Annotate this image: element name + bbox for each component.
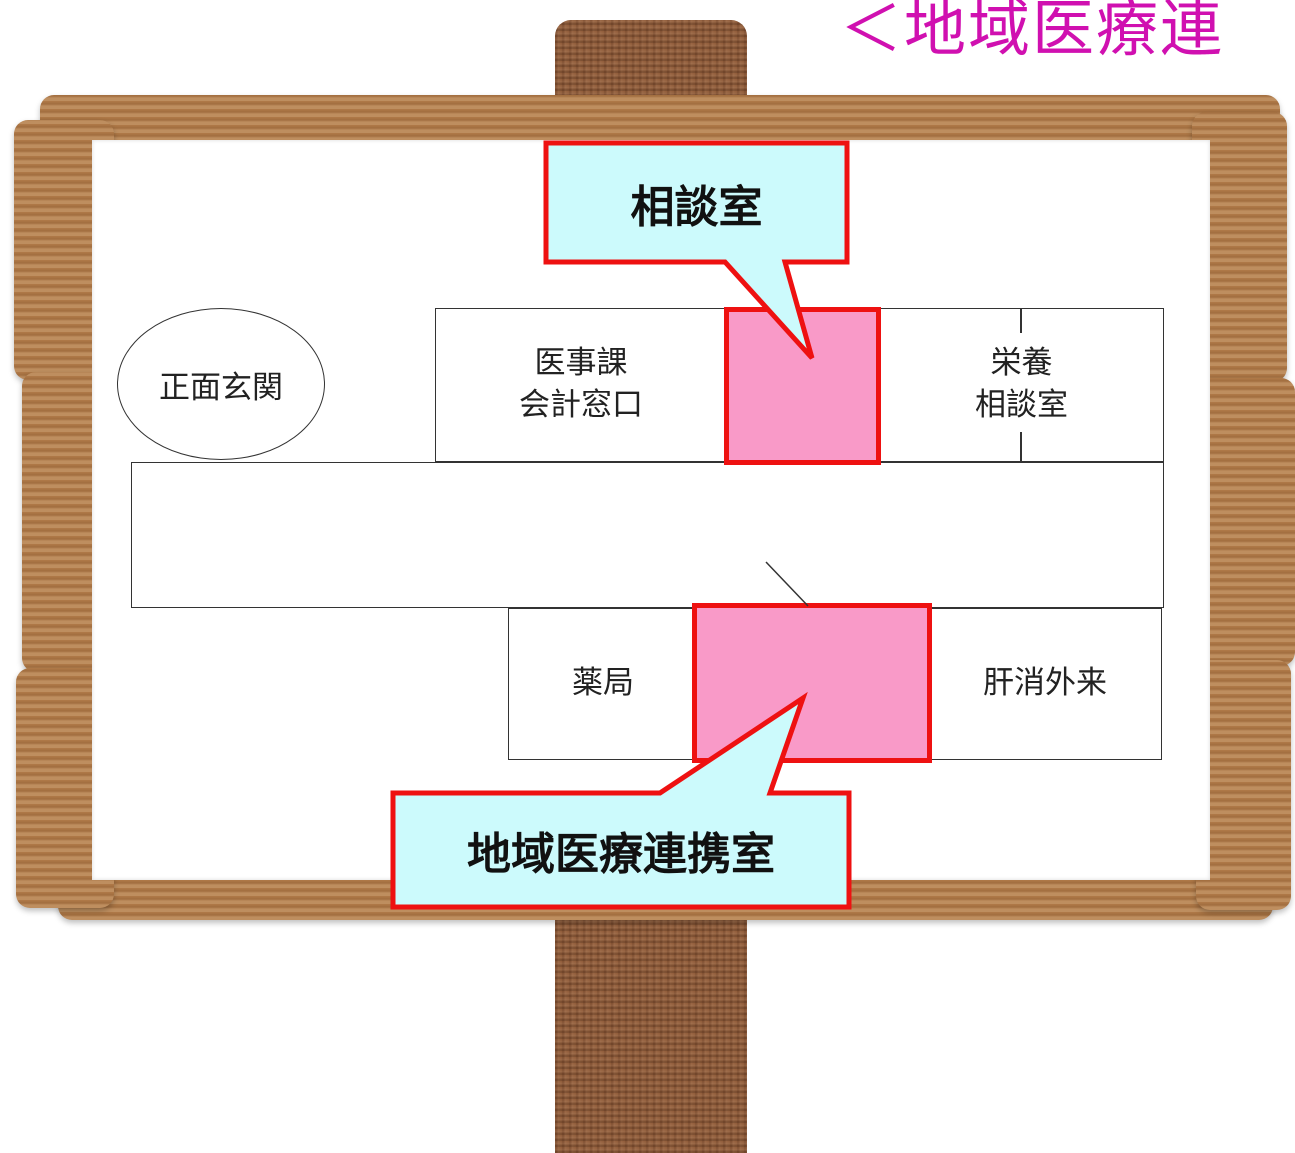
room-medical-affairs: 医事課 会計窓口 bbox=[435, 308, 727, 462]
room-pharmacy: 薬局 bbox=[508, 608, 698, 760]
main-entrance: 正面玄関 bbox=[117, 308, 325, 460]
highlight-regional-liaison-room bbox=[692, 603, 932, 763]
room-hepatology-clinic: 肝消外来 bbox=[928, 608, 1162, 760]
page-title: ＜地域医療連 bbox=[840, 0, 1225, 65]
frame-right-lower-plank bbox=[1196, 660, 1291, 910]
callout-bubble-top bbox=[543, 140, 850, 360]
callout-bubble-bottom bbox=[390, 691, 852, 910]
door-line bbox=[765, 561, 809, 607]
corridor bbox=[131, 462, 1164, 608]
callout-bottom-label: 地域医療連携室 bbox=[467, 829, 775, 880]
callout-top-label: 相談室 bbox=[630, 181, 763, 233]
